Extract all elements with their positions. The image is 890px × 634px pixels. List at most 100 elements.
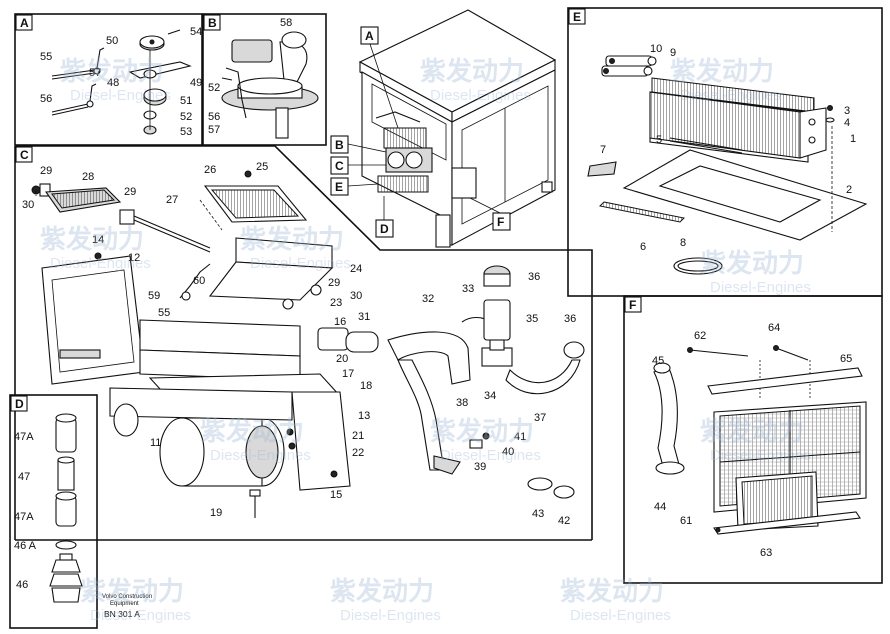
part-label-44: 44 <box>654 501 666 513</box>
section-label-c: C <box>20 148 29 162</box>
section-label-b: B <box>208 16 217 30</box>
cab-callout-e: E <box>335 180 343 194</box>
part-label-29a: 29 <box>40 165 52 177</box>
part-label-37: 37 <box>534 412 546 424</box>
part-label-41: 41 <box>514 431 526 443</box>
watermark-cn-1: 紫发动力 <box>60 56 164 87</box>
part-label-25: 25 <box>256 161 268 173</box>
part-label-52: 52 <box>180 111 192 123</box>
part-label-53: 53 <box>180 126 192 138</box>
part-label-36a: 36 <box>528 271 540 283</box>
part-label-8: 8 <box>680 237 686 249</box>
watermark-cn-8: 紫发动力 <box>430 416 534 447</box>
part-label-10: 10 <box>650 43 662 55</box>
part-label-31: 31 <box>358 311 370 323</box>
watermark-cn-9: 紫发动力 <box>700 416 804 447</box>
section-label-f: F <box>629 298 636 312</box>
part-label-2: 2 <box>846 184 852 196</box>
part-label-32: 32 <box>422 293 434 305</box>
part-label-24: 24 <box>350 263 362 275</box>
part-label-11: 11 <box>150 437 161 449</box>
watermark-cn-3: 紫发动力 <box>670 56 774 87</box>
section-e-drawing <box>587 55 868 275</box>
watermark-cn-2: 紫发动力 <box>420 56 524 87</box>
part-label-52b: 52 <box>208 82 220 94</box>
watermarks: 紫发动力 Diesel-Engines 紫发动力 Diesel-Engines … <box>40 56 811 624</box>
part-label-27: 27 <box>166 194 178 206</box>
part-label-7: 7 <box>600 144 606 156</box>
part-label-51: 51 <box>180 95 192 107</box>
section-labels: A B C D E F <box>10 8 642 412</box>
section-b-drawing <box>221 31 319 139</box>
part-label-45: 45 <box>652 355 664 367</box>
part-label-39: 39 <box>474 461 486 473</box>
part-label-47a-bottom: 47A <box>14 511 34 523</box>
part-label-30b: 30 <box>350 290 362 302</box>
part-label-4: 4 <box>844 117 850 129</box>
part-label-26: 26 <box>204 164 216 176</box>
drawing-code: BN 301 A <box>104 609 140 619</box>
watermark-cn-4: 紫发动力 <box>40 224 144 255</box>
cab-callout-d: D <box>380 222 389 236</box>
part-label-18: 18 <box>360 380 372 392</box>
part-label-35: 35 <box>526 313 538 325</box>
part-label-40: 40 <box>502 446 514 458</box>
company-name-line1: Volvo Construction <box>102 594 152 600</box>
part-label-65: 65 <box>840 353 852 365</box>
part-label-46a: 46 A <box>14 540 37 552</box>
watermark-cn-6: 紫发动力 <box>700 248 804 279</box>
part-label-59: 59 <box>148 290 160 302</box>
watermark-en-11: Diesel-Engines <box>340 607 441 624</box>
watermark-cn-11: 紫发动力 <box>330 576 434 607</box>
watermark-en-1: Diesel-Engines <box>70 87 171 104</box>
part-label-55: 55 <box>40 51 52 63</box>
section-d-drawing <box>49 413 83 603</box>
part-label-50: 50 <box>106 35 118 47</box>
part-label-15: 15 <box>330 489 342 501</box>
section-label-a: A <box>20 16 29 30</box>
watermark-cn-7: 紫发动力 <box>200 416 304 447</box>
watermark-en-6: Diesel-Engines <box>710 279 811 296</box>
part-label-60: 60 <box>193 275 205 287</box>
part-label-58: 58 <box>280 17 292 29</box>
watermark-cn-5: 紫发动力 <box>240 224 344 255</box>
cab-overview-drawing <box>358 9 557 248</box>
watermark-en-9: Diesel-Engines <box>710 447 811 464</box>
part-label-29c: 29 <box>328 277 340 289</box>
part-label-22: 22 <box>352 447 364 459</box>
part-label-30a: 30 <box>22 199 34 211</box>
part-label-29b: 29 <box>124 186 136 198</box>
part-label-5: 5 <box>656 134 662 146</box>
watermark-en-7: Diesel-Engines <box>210 447 311 464</box>
section-b-labels: 58 52 56 57 <box>208 17 292 136</box>
part-label-21: 21 <box>352 430 364 442</box>
part-label-9: 9 <box>670 47 676 59</box>
cab-callout-b: B <box>335 138 344 152</box>
section-a-labels: 50 54 55 57 48 49 56 51 52 53 <box>40 26 202 138</box>
part-label-23: 23 <box>330 297 342 309</box>
watermark-cn-12: 紫发动力 <box>560 576 664 607</box>
section-label-e: E <box>573 10 581 24</box>
section-c-drawing <box>31 170 585 518</box>
part-label-1: 1 <box>850 133 856 145</box>
watermark-en-12: Diesel-Engines <box>570 607 671 624</box>
part-label-46: 46 <box>16 579 28 591</box>
part-label-42: 42 <box>558 515 570 527</box>
part-label-33: 33 <box>462 283 474 295</box>
watermark-en-4: Diesel-Engines <box>50 255 151 272</box>
cab-callout-c: C <box>335 159 344 173</box>
watermark-en-2: Diesel-Engines <box>430 87 531 104</box>
part-label-36b: 36 <box>564 313 576 325</box>
cab-callouts: A B C E D F <box>330 26 511 238</box>
section-f-labels: 62 64 45 65 44 61 63 <box>652 322 852 559</box>
part-label-61: 61 <box>680 515 692 527</box>
watermark-cn-10: 紫发动力 <box>80 576 184 607</box>
section-a-drawing <box>51 29 192 135</box>
part-label-13: 13 <box>358 410 370 422</box>
watermark-en-10: Diesel-Engines <box>90 607 191 624</box>
part-label-56b: 56 <box>208 111 220 123</box>
section-e-labels: 10 9 3 4 1 5 7 2 6 8 <box>600 43 856 253</box>
part-label-48: 48 <box>107 77 119 89</box>
part-label-34: 34 <box>484 390 496 402</box>
